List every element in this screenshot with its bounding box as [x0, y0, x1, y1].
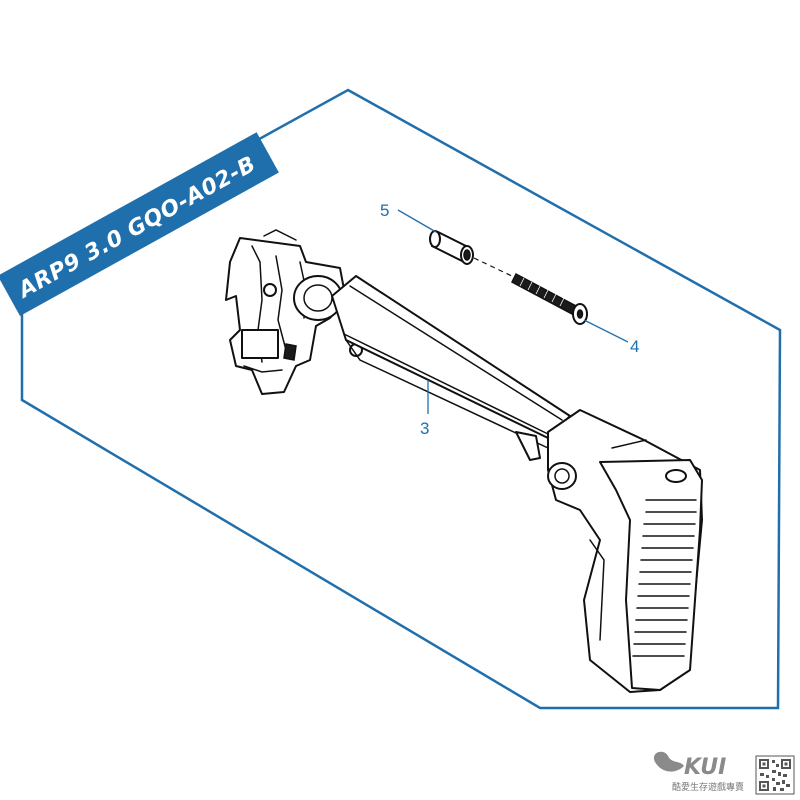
stock-tube — [331, 275, 571, 449]
callout-label-5: 5 — [380, 201, 389, 220]
assembly-line — [473, 257, 517, 279]
brand-watermark: KUI 酷愛生存遊戲專賣 — [653, 751, 795, 795]
callout-3: 3 — [420, 380, 429, 438]
page-title: ARP9 3.0 GQO-A02-B — [13, 152, 261, 304]
brand-tagline: 酷愛生存遊戲專賣 — [672, 781, 744, 793]
callout-5: 5 — [380, 201, 437, 233]
long-screw — [511, 272, 588, 325]
brand-logo-icon — [653, 751, 684, 772]
spacer-sleeve — [429, 230, 474, 265]
callout-4: 4 — [583, 319, 639, 356]
folding-stock-assembly — [225, 229, 703, 693]
stock-link-arm — [515, 431, 541, 461]
brand-name: KUI — [684, 755, 726, 780]
qr-code-icon — [755, 755, 795, 795]
callout-label-3: 3 — [420, 419, 429, 438]
title-banner-band — [0, 132, 279, 316]
callout-label-4: 4 — [630, 337, 639, 356]
stock-buttpad — [547, 409, 703, 693]
